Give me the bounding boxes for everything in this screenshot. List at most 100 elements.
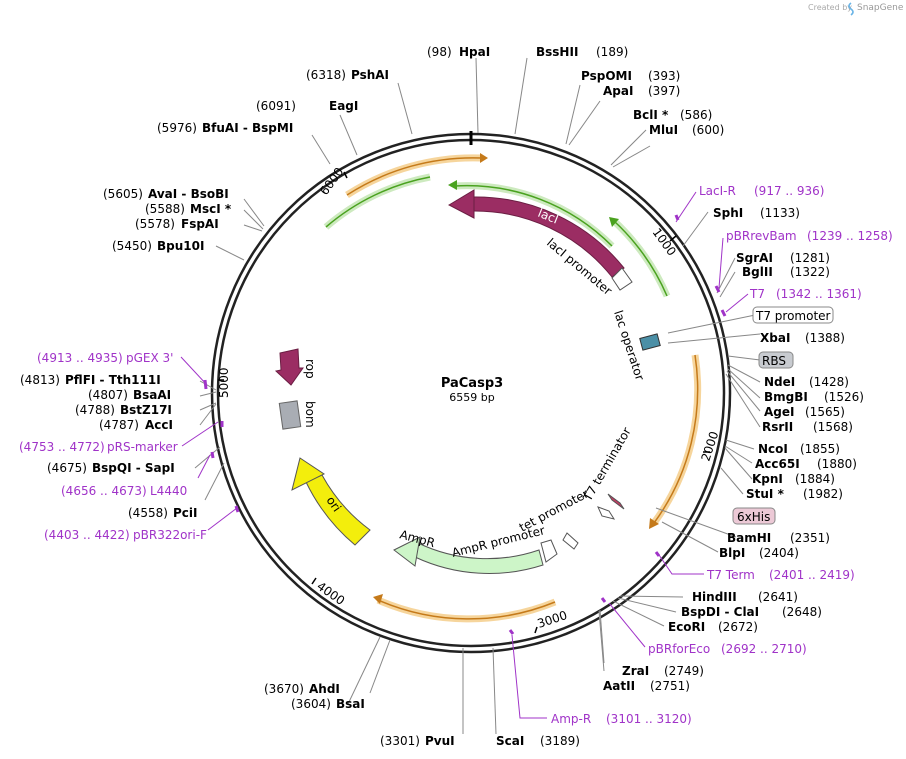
bom-label: bom: [303, 401, 317, 428]
site-labels: (98) HpaI (6318) PshAI BssHII (189) PspO…: [20, 45, 864, 748]
site-hindiii-pos: (2641): [758, 590, 798, 604]
site-mlui: MluI: [649, 123, 678, 137]
primer-l4440: L4440: [150, 484, 187, 498]
green-arc-inner: [448, 180, 615, 249]
primer-t7-term: T7 Term: [706, 568, 755, 582]
laci-arrow: [447, 189, 625, 278]
site-stui: StuI *: [746, 487, 785, 501]
snapgene-logo: [848, 2, 854, 16]
site-pcii: PciI: [173, 506, 198, 520]
site-pspomi-pos: (393): [648, 69, 680, 83]
site-bspqi-pos: (4675): [47, 461, 87, 475]
site-bspdi: BspDI - ClaI: [681, 605, 759, 619]
site-pspomi: PspOMI: [581, 69, 632, 83]
his-label: 6xHis: [737, 510, 770, 524]
ori-arrow: [291, 457, 371, 546]
primer-pgex3-range: (4913 .. 4935): [37, 351, 123, 365]
credit-text: Created by: [808, 3, 852, 12]
primer-t7-term-range: (2401 .. 2419): [769, 568, 855, 582]
primer-laci-r: LacI-R: [699, 184, 736, 198]
primer-amp-r-range: (3101 .. 3120): [606, 712, 692, 726]
primer-t7: T7: [749, 287, 765, 301]
site-aatii: AatII: [603, 679, 635, 693]
site-hpai-pos: (98): [427, 45, 452, 59]
laci-promoter-arrow: [611, 267, 633, 291]
site-leaders: [194, 57, 761, 735]
primer-pbrforeco-range: (2692 .. 2710): [721, 642, 807, 656]
site-pflfi: PflFI - Tth111I: [65, 373, 161, 387]
primer-pgex3: pGEX 3': [126, 351, 173, 365]
site-rsrii: RsrII: [762, 420, 793, 434]
site-bpu10i: Bpu10I: [157, 239, 204, 253]
site-bamhi-pos: (2351): [790, 531, 830, 545]
site-rsrii-pos: (1568): [813, 420, 853, 434]
green-arc-right: [609, 217, 671, 298]
site-ecori-pos: (2672): [718, 620, 758, 634]
primer-markers: [203, 214, 727, 635]
site-scai-pos: (3189): [540, 734, 580, 748]
site-eagi: EagI: [329, 99, 358, 113]
plasmid-name: PaCasp3: [441, 376, 503, 391]
site-pvui-pos: (3301): [380, 734, 420, 748]
site-bcli-pos: (586): [680, 108, 712, 122]
ampr-arrow: [393, 536, 544, 574]
green-arc-left: [323, 173, 431, 230]
site-bspqi: BspQI - SapI: [92, 461, 175, 475]
tet-promoter-arrow: [562, 532, 579, 550]
primer-prs-marker-range: (4753 .. 4772): [19, 440, 105, 454]
site-avai-pos: (5605): [103, 187, 143, 201]
site-zrai: ZraI: [622, 664, 649, 678]
rop-label: rop: [303, 359, 317, 379]
site-bfuai-pos: (5976): [157, 121, 197, 135]
rbs-box: [758, 351, 794, 369]
site-acci: AccI: [145, 418, 173, 432]
site-kpni-pos: (1884): [795, 472, 835, 486]
site-bspdi-pos: (2648): [782, 605, 822, 619]
primer-t7-range: (1342 .. 1361): [776, 287, 862, 301]
primer-pbrforeco: pBRforEco: [648, 642, 710, 656]
site-aatii-pos: (2751): [650, 679, 690, 693]
site-bsaai: BsaAI: [133, 388, 171, 402]
site-bglii-pos: (1322): [790, 265, 830, 279]
orange-arc-top: [345, 153, 488, 198]
site-psha: PshAI: [351, 68, 389, 82]
site-ndei-pos: (1428): [809, 375, 849, 389]
site-sphi-pos: (1133): [760, 206, 800, 220]
site-hpai: HpaI: [459, 45, 490, 59]
site-acc65i: Acc65I: [755, 457, 800, 471]
orange-arc-right: [649, 354, 702, 529]
site-pvui: PvuI: [425, 734, 455, 748]
orange-arc-bottom: [373, 594, 557, 623]
site-bmgbi: BmgBI: [764, 390, 808, 404]
site-xbai-pos: (1388): [805, 331, 845, 345]
site-apai-pos: (397): [648, 84, 680, 98]
site-fspai: FspAI: [181, 217, 219, 231]
ampr-promoter-arrow: [540, 539, 558, 563]
lac-operator-box: [639, 333, 661, 351]
site-fspai-pos: (5578): [135, 217, 175, 231]
primer-labels: LacI-R (917 .. 936) pBRrevBam (1239 .. 1…: [19, 184, 893, 726]
site-ahdi: AhdI: [309, 682, 340, 696]
site-bsai-pos: (3604): [291, 697, 331, 711]
site-kpni: KpnI: [752, 472, 783, 486]
t7-promoter-box: [752, 306, 834, 324]
site-bmgbi-pos: (1526): [824, 390, 864, 404]
site-apai: ApaI: [603, 84, 633, 98]
site-bsai: BsaI: [336, 697, 365, 711]
site-psha-pos: (6318): [306, 68, 346, 82]
site-ahdi-pos: (3670): [264, 682, 304, 696]
his-box: [732, 507, 776, 525]
site-msci: MscI *: [190, 202, 232, 216]
site-bpu10i-pos: (5450): [112, 239, 152, 253]
site-acc65i-pos: (1880): [817, 457, 857, 471]
primer-laci-r-range: (917 .. 936): [754, 184, 824, 198]
site-bstz17i-pos: (4788): [75, 403, 115, 417]
site-agei: AgeI: [764, 405, 794, 419]
site-ncoi: NcoI: [758, 442, 788, 456]
bom-box: [278, 400, 302, 430]
site-eagi-pos: (6091): [256, 99, 296, 113]
site-acci-pos: (4787): [99, 418, 139, 432]
site-xbai: XbaI: [760, 331, 790, 345]
plasmid-length: 6559 bp: [449, 391, 494, 404]
site-msci-pos: (5588): [145, 202, 185, 216]
